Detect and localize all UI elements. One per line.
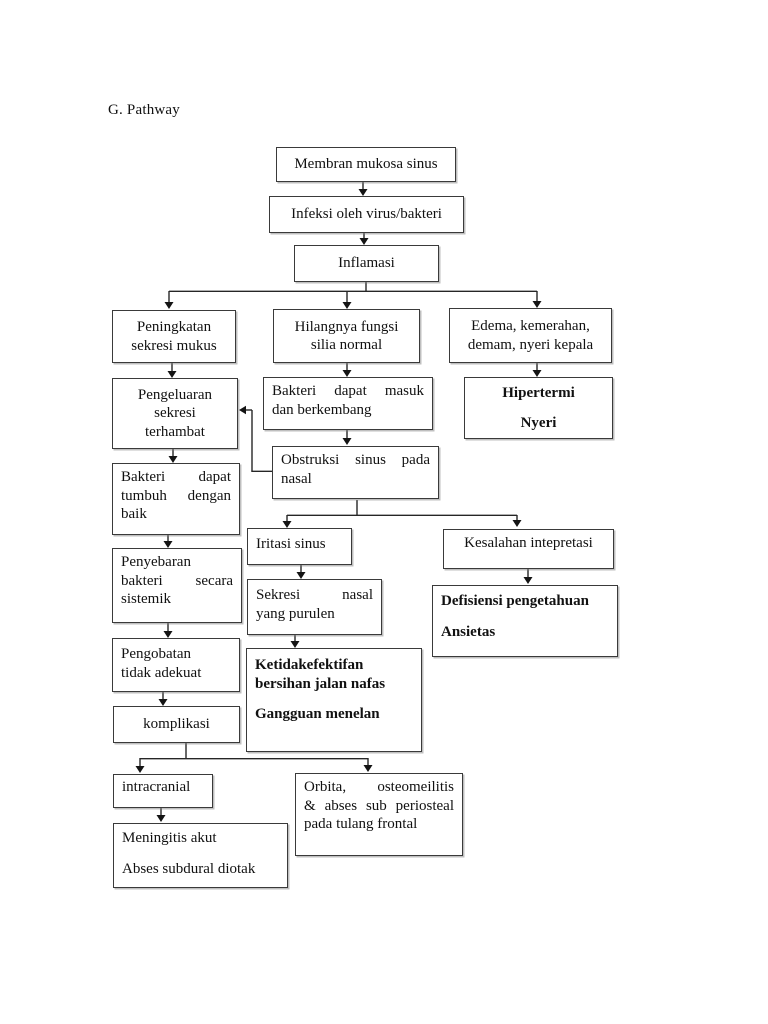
node-hipertermi-nyeri: Hipertermi Nyeri <box>464 377 613 439</box>
node-iritasi-sinus: Iritasi sinus <box>247 528 352 565</box>
node-text: silia normal <box>310 337 383 353</box>
node-text: Hipertermi <box>502 384 575 401</box>
node-defisiensi-ansietas: Defisiensi pengetahuan Ansietas <box>432 585 618 657</box>
node-ketidakefektifan-gangguan-menelan: Ketidakefektifan bersihan jalan nafas Ga… <box>246 648 422 752</box>
node-membran-mukosa-sinus: Membran mukosa sinus <box>276 147 456 182</box>
node-text: Gangguan menelan <box>255 706 380 722</box>
node-text: terhambat <box>145 423 205 440</box>
node-infeksi-virus-bakteri: Infeksi oleh virus/bakteri <box>269 196 464 233</box>
node-pengeluaran-sekresi-terhambat: Pengeluaran sekresi terhambat <box>112 378 238 449</box>
node-text: & abses sub periosteal <box>304 797 454 814</box>
node-text: Defisiensi pengetahuan <box>441 593 589 609</box>
node-inflamasi: Inflamasi <box>294 245 439 282</box>
node-text: Hilangnya fungsi <box>294 318 399 335</box>
node-text: Iritasi sinus <box>256 536 326 552</box>
node-text: Pengeluaran <box>137 386 213 403</box>
section-heading: G. Pathway <box>108 102 180 118</box>
node-text: Nyeri <box>520 415 557 431</box>
node-text: bersihan jalan nafas <box>255 675 386 692</box>
node-text: sekresi <box>154 405 196 422</box>
node-text: tidak adekuat <box>121 664 202 681</box>
node-text: Kesalahan intepretasi <box>464 535 593 551</box>
node-text: Orbita, osteomeilitis <box>304 779 454 795</box>
node-text: komplikasi <box>143 716 210 733</box>
node-orbita-osteomeilitis: Orbita, osteomeilitis & abses sub perios… <box>295 773 463 856</box>
node-hilangnya-fungsi-silia: Hilangnya fungsi silia normal <box>273 309 420 363</box>
node-text: intracranial <box>122 779 191 795</box>
node-text: Bakteri dapat <box>121 469 231 485</box>
node-intracranial: intracranial <box>113 774 213 808</box>
node-bakteri-tumbuh-baik: Bakteri dapat tumbuh dengan baik <box>112 463 240 535</box>
node-text: dan berkembang <box>272 401 372 418</box>
node-sekresi-nasal-purulen: Sekresi nasal yang purulen <box>247 579 382 635</box>
node-text: Penyebaran <box>121 554 191 570</box>
node-text: Ketidakefektifan <box>255 657 364 673</box>
node-text: Ansietas <box>441 623 496 640</box>
node-bakteri-dapat-masuk: Bakteri dapat masuk dan berkembang <box>263 377 433 430</box>
node-kesalahan-intepretasi: Kesalahan intepretasi <box>443 529 614 569</box>
node-penyebaran-bakteri-sistemik: Penyebaran bakteri secara sistemik <box>112 548 242 623</box>
node-text: bakteri secara <box>121 572 233 589</box>
node-text: Membran mukosa sinus <box>294 156 438 173</box>
node-text: pada tulang frontal <box>304 816 418 832</box>
node-text: Bakteri dapat masuk <box>272 383 424 399</box>
node-text: tumbuh dengan <box>121 487 231 504</box>
arrowheads <box>135 189 542 822</box>
node-text: Obstruksi sinus pada <box>281 452 430 468</box>
node-text: sekresi mukus <box>131 337 217 354</box>
node-meningitis-abses: Meningitis akut Abses subdural diotak <box>113 823 288 888</box>
node-text: Infeksi oleh virus/bakteri <box>291 206 442 223</box>
node-edema-kemerahan: Edema, kemerahan, demam, nyeri kepala <box>449 308 612 363</box>
node-text: baik <box>121 506 147 522</box>
node-text: yang purulen <box>256 605 335 622</box>
node-text: Meningitis akut <box>122 830 217 846</box>
node-text: Peningkatan <box>136 319 212 335</box>
node-text: sistemik <box>121 591 172 607</box>
node-text: Pengobatan <box>121 646 191 662</box>
node-text: Edema, kemerahan, <box>471 318 590 334</box>
node-pengobatan-tidak-adekuat: Pengobatan tidak adekuat <box>112 638 240 692</box>
node-komplikasi: komplikasi <box>113 706 240 743</box>
node-text: Abses subdural diotak <box>122 860 256 877</box>
node-peningkatan-sekresi-mukus: Peningkatan sekresi mukus <box>112 310 236 363</box>
node-text: demam, nyeri kepala <box>467 336 594 353</box>
node-text: nasal <box>281 470 312 487</box>
node-obstruksi-sinus-nasal: Obstruksi sinus pada nasal <box>272 446 439 499</box>
node-text: Sekresi nasal <box>256 587 373 603</box>
node-text: Inflamasi <box>338 255 395 272</box>
